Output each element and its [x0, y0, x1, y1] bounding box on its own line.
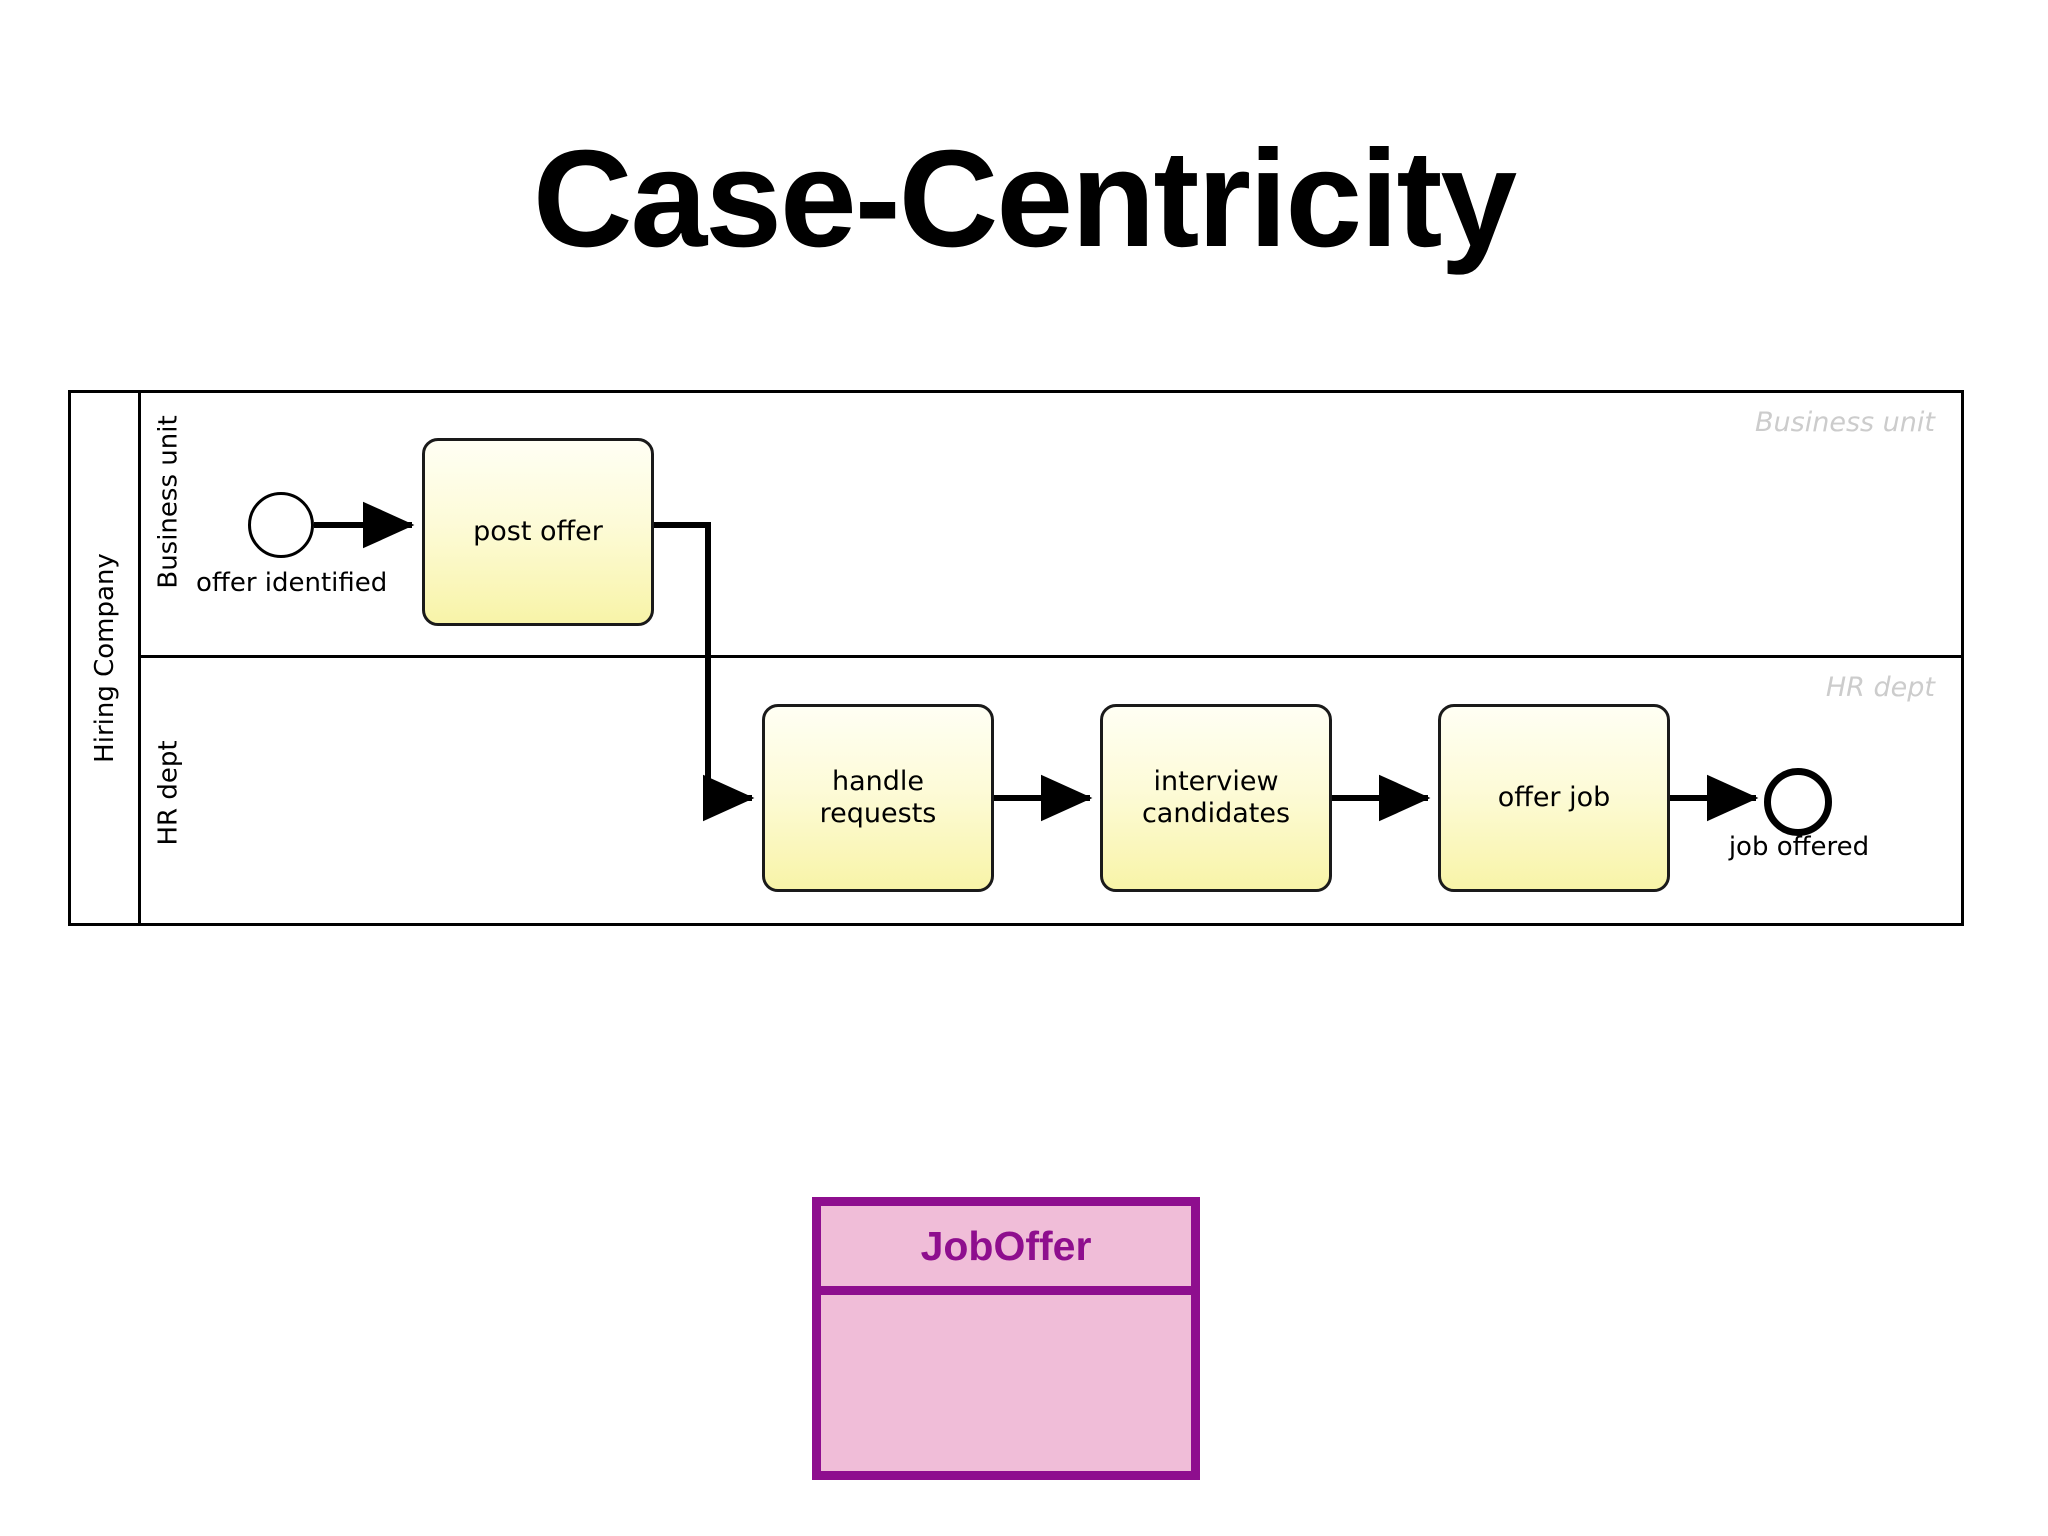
start-event-circle[interactable]: [248, 492, 314, 558]
class-box-joboffer-attributes: [821, 1295, 1191, 1471]
lane-header-hr-dept: HR dept: [141, 658, 197, 923]
task-interview-candidates[interactable]: interview candidates: [1100, 704, 1332, 892]
page-title: Case-Centricity: [532, 122, 1517, 276]
pool-label: Hiring Company: [89, 553, 120, 763]
task-offer-job[interactable]: offer job: [1438, 704, 1670, 892]
task-offer-job-label: offer job: [1497, 782, 1611, 814]
lane-hr-dept: HR dept HR dept: [141, 658, 1961, 923]
task-interview-candidates-label-line2: candidates: [1141, 798, 1291, 829]
class-box-joboffer-title: JobOffer: [821, 1206, 1191, 1295]
pool-header-hiring-company: Hiring Company: [71, 393, 141, 923]
lane-watermark-business-unit: Business unit: [1755, 407, 1935, 438]
start-event-label: offer identified: [196, 568, 388, 598]
task-handle-requests-label: handle requests: [819, 766, 937, 829]
lane-watermark-hr-dept: HR dept: [1825, 672, 1935, 703]
end-event-circle[interactable]: [1764, 768, 1832, 836]
lane-header-business-unit: Business unit: [141, 393, 197, 655]
lane-container: Business unit Business unit HR dept HR d…: [141, 393, 1961, 923]
task-interview-candidates-label-line1: interview: [1153, 766, 1279, 798]
lane-label-business-unit: Business unit: [154, 415, 185, 589]
task-interview-candidates-label: interview candidates: [1142, 766, 1290, 830]
lane-label-hr-dept: HR dept: [154, 739, 184, 846]
task-handle-requests[interactable]: handle requests: [762, 704, 994, 892]
class-box-joboffer[interactable]: JobOffer: [812, 1197, 1200, 1480]
bpmn-pool: Hiring Company Business unit Business un…: [68, 390, 1964, 926]
task-post-offer[interactable]: post offer: [422, 438, 654, 626]
task-post-offer-label: post offer: [473, 516, 603, 548]
lane-business-unit: Business unit Business unit: [141, 393, 1961, 658]
end-event-label: job offered: [1728, 832, 1870, 862]
